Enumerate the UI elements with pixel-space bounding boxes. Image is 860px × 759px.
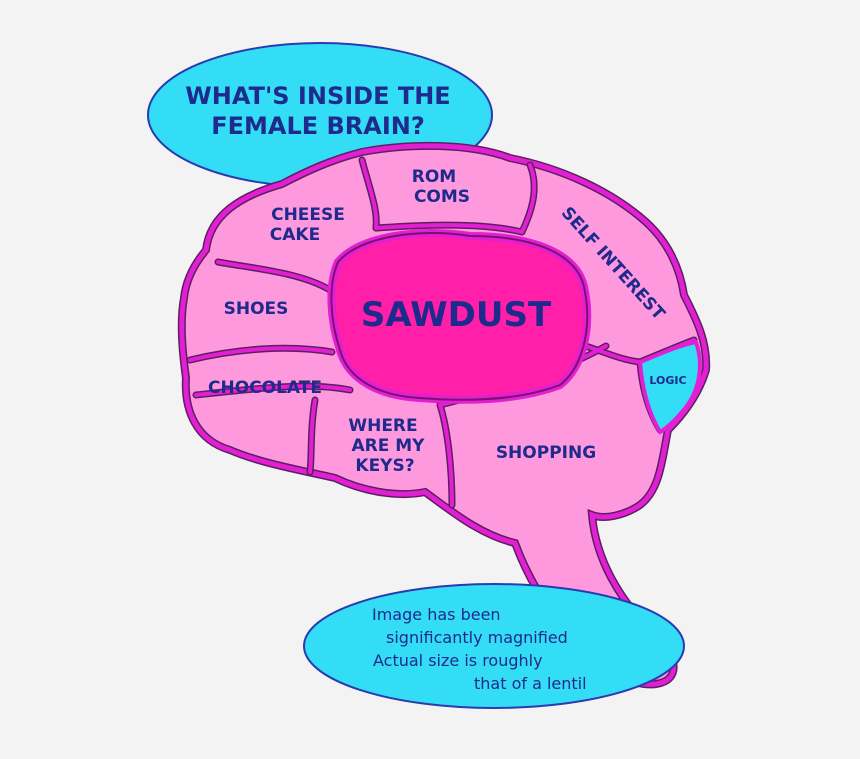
region-shopping: SHOPPING bbox=[496, 443, 596, 463]
region-sawdust-label: SAWDUST bbox=[361, 295, 552, 335]
region-chocolate: CHOCOLATE bbox=[208, 378, 322, 398]
note-line-4: that of a lentil bbox=[474, 674, 587, 693]
region-where-are-my-keys: WHERE ARE MY KEYS? bbox=[348, 416, 425, 476]
note-line-1: Image has been bbox=[372, 605, 501, 624]
region-sawdust: SAWDUST bbox=[327, 229, 592, 404]
region-shopping-label: SHOPPING bbox=[496, 443, 596, 463]
region-cheese-cake: CHEESE CAKE bbox=[270, 205, 345, 245]
region-cheese-cake-line-2: CAKE bbox=[270, 225, 320, 245]
region-rom-coms-line-1: ROM bbox=[412, 167, 456, 187]
region-rom-coms-line-2: COMS bbox=[414, 187, 470, 207]
region-logic-label: LOGIC bbox=[649, 374, 686, 387]
note-line-3: Actual size is roughly bbox=[373, 651, 543, 670]
region-chocolate-label: CHOCOLATE bbox=[208, 378, 322, 398]
region-rom-coms: ROM COMS bbox=[412, 167, 470, 207]
title-line-2: FEMALE BRAIN? bbox=[211, 112, 425, 140]
note-line-2: significantly magnified bbox=[386, 628, 568, 647]
region-shoes: SHOES bbox=[224, 299, 289, 319]
region-keys-line-2: ARE MY bbox=[351, 436, 425, 456]
note-bubble: Image has been significantly magnified A… bbox=[303, 583, 685, 709]
region-cheese-cake-line-1: CHEESE bbox=[271, 205, 345, 225]
region-keys-line-1: WHERE bbox=[348, 416, 417, 436]
title-line-1: WHAT'S INSIDE THE bbox=[185, 82, 450, 110]
region-logic: LOGIC bbox=[637, 339, 702, 435]
region-shoes-label: SHOES bbox=[224, 299, 289, 319]
region-keys-line-3: KEYS? bbox=[355, 456, 414, 476]
